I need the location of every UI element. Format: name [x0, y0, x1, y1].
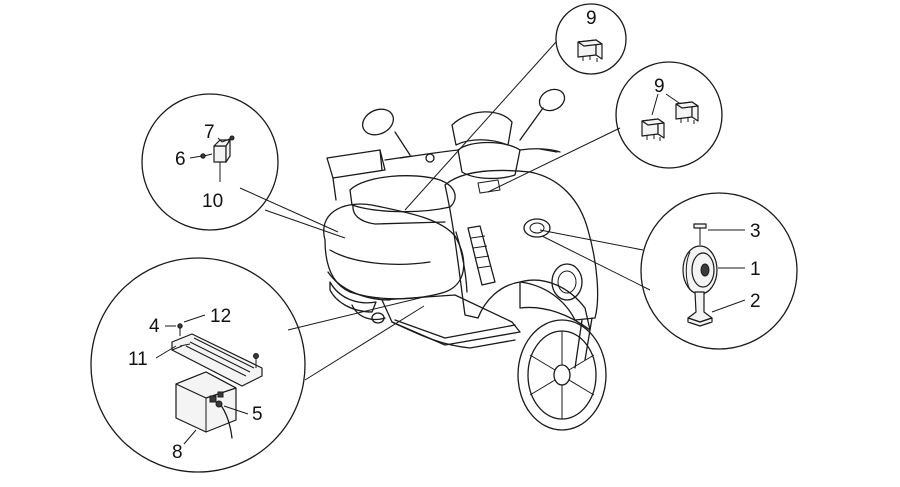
- battery-number: 8: [172, 442, 183, 463]
- scooter-drawing: [323, 88, 607, 431]
- module-bubble: [141, 93, 279, 231]
- module-screw-icon: [200, 153, 213, 159]
- battery-nut-icon: [253, 353, 259, 368]
- relay-right-bubble: [615, 61, 723, 169]
- relay-top-bubble: [555, 3, 627, 75]
- battery-washer-icon: [177, 323, 183, 336]
- battery-cable-number: 5: [252, 404, 263, 425]
- module-screw-number: 6: [175, 149, 186, 170]
- horn-bracket-icon: [687, 291, 713, 327]
- horn-screw-icon: [693, 223, 707, 245]
- horn-callout: 3 1 2: [640, 192, 798, 350]
- relay-top-number: 9: [586, 8, 597, 29]
- battery-callout: 4 12 11 5 8: [90, 257, 306, 473]
- relay-right-callout: 9: [615, 61, 723, 169]
- relay-top-callout: 9: [555, 3, 627, 75]
- battery-washer-number: 4: [149, 316, 160, 337]
- module-number: 10: [202, 191, 223, 212]
- module-bolt-icon: [221, 135, 235, 143]
- battery-icon: [175, 371, 237, 433]
- battery-nut-number: 12: [210, 306, 231, 327]
- module-bolt-number: 7: [204, 122, 215, 143]
- relay-top-icon: [577, 39, 603, 62]
- relay-right-number: 9: [654, 76, 665, 97]
- horn-bubble: [640, 192, 798, 350]
- horn-bracket-number: 2: [750, 291, 761, 312]
- battery-support-number: 11: [128, 349, 148, 370]
- module-icon: [213, 139, 231, 163]
- battery-bubble: [90, 257, 306, 473]
- battery-cable-icon: [215, 400, 233, 439]
- leader-lines: [239, 41, 651, 381]
- horn-screw-number: 3: [750, 221, 761, 242]
- horn-icon: [682, 245, 718, 295]
- battery-support-icon: [171, 333, 263, 387]
- relay-left-icon: [641, 118, 665, 141]
- horn-number: 1: [750, 259, 761, 280]
- relay-right-icon: [675, 101, 699, 124]
- module-callout: 7 6 10: [141, 93, 279, 231]
